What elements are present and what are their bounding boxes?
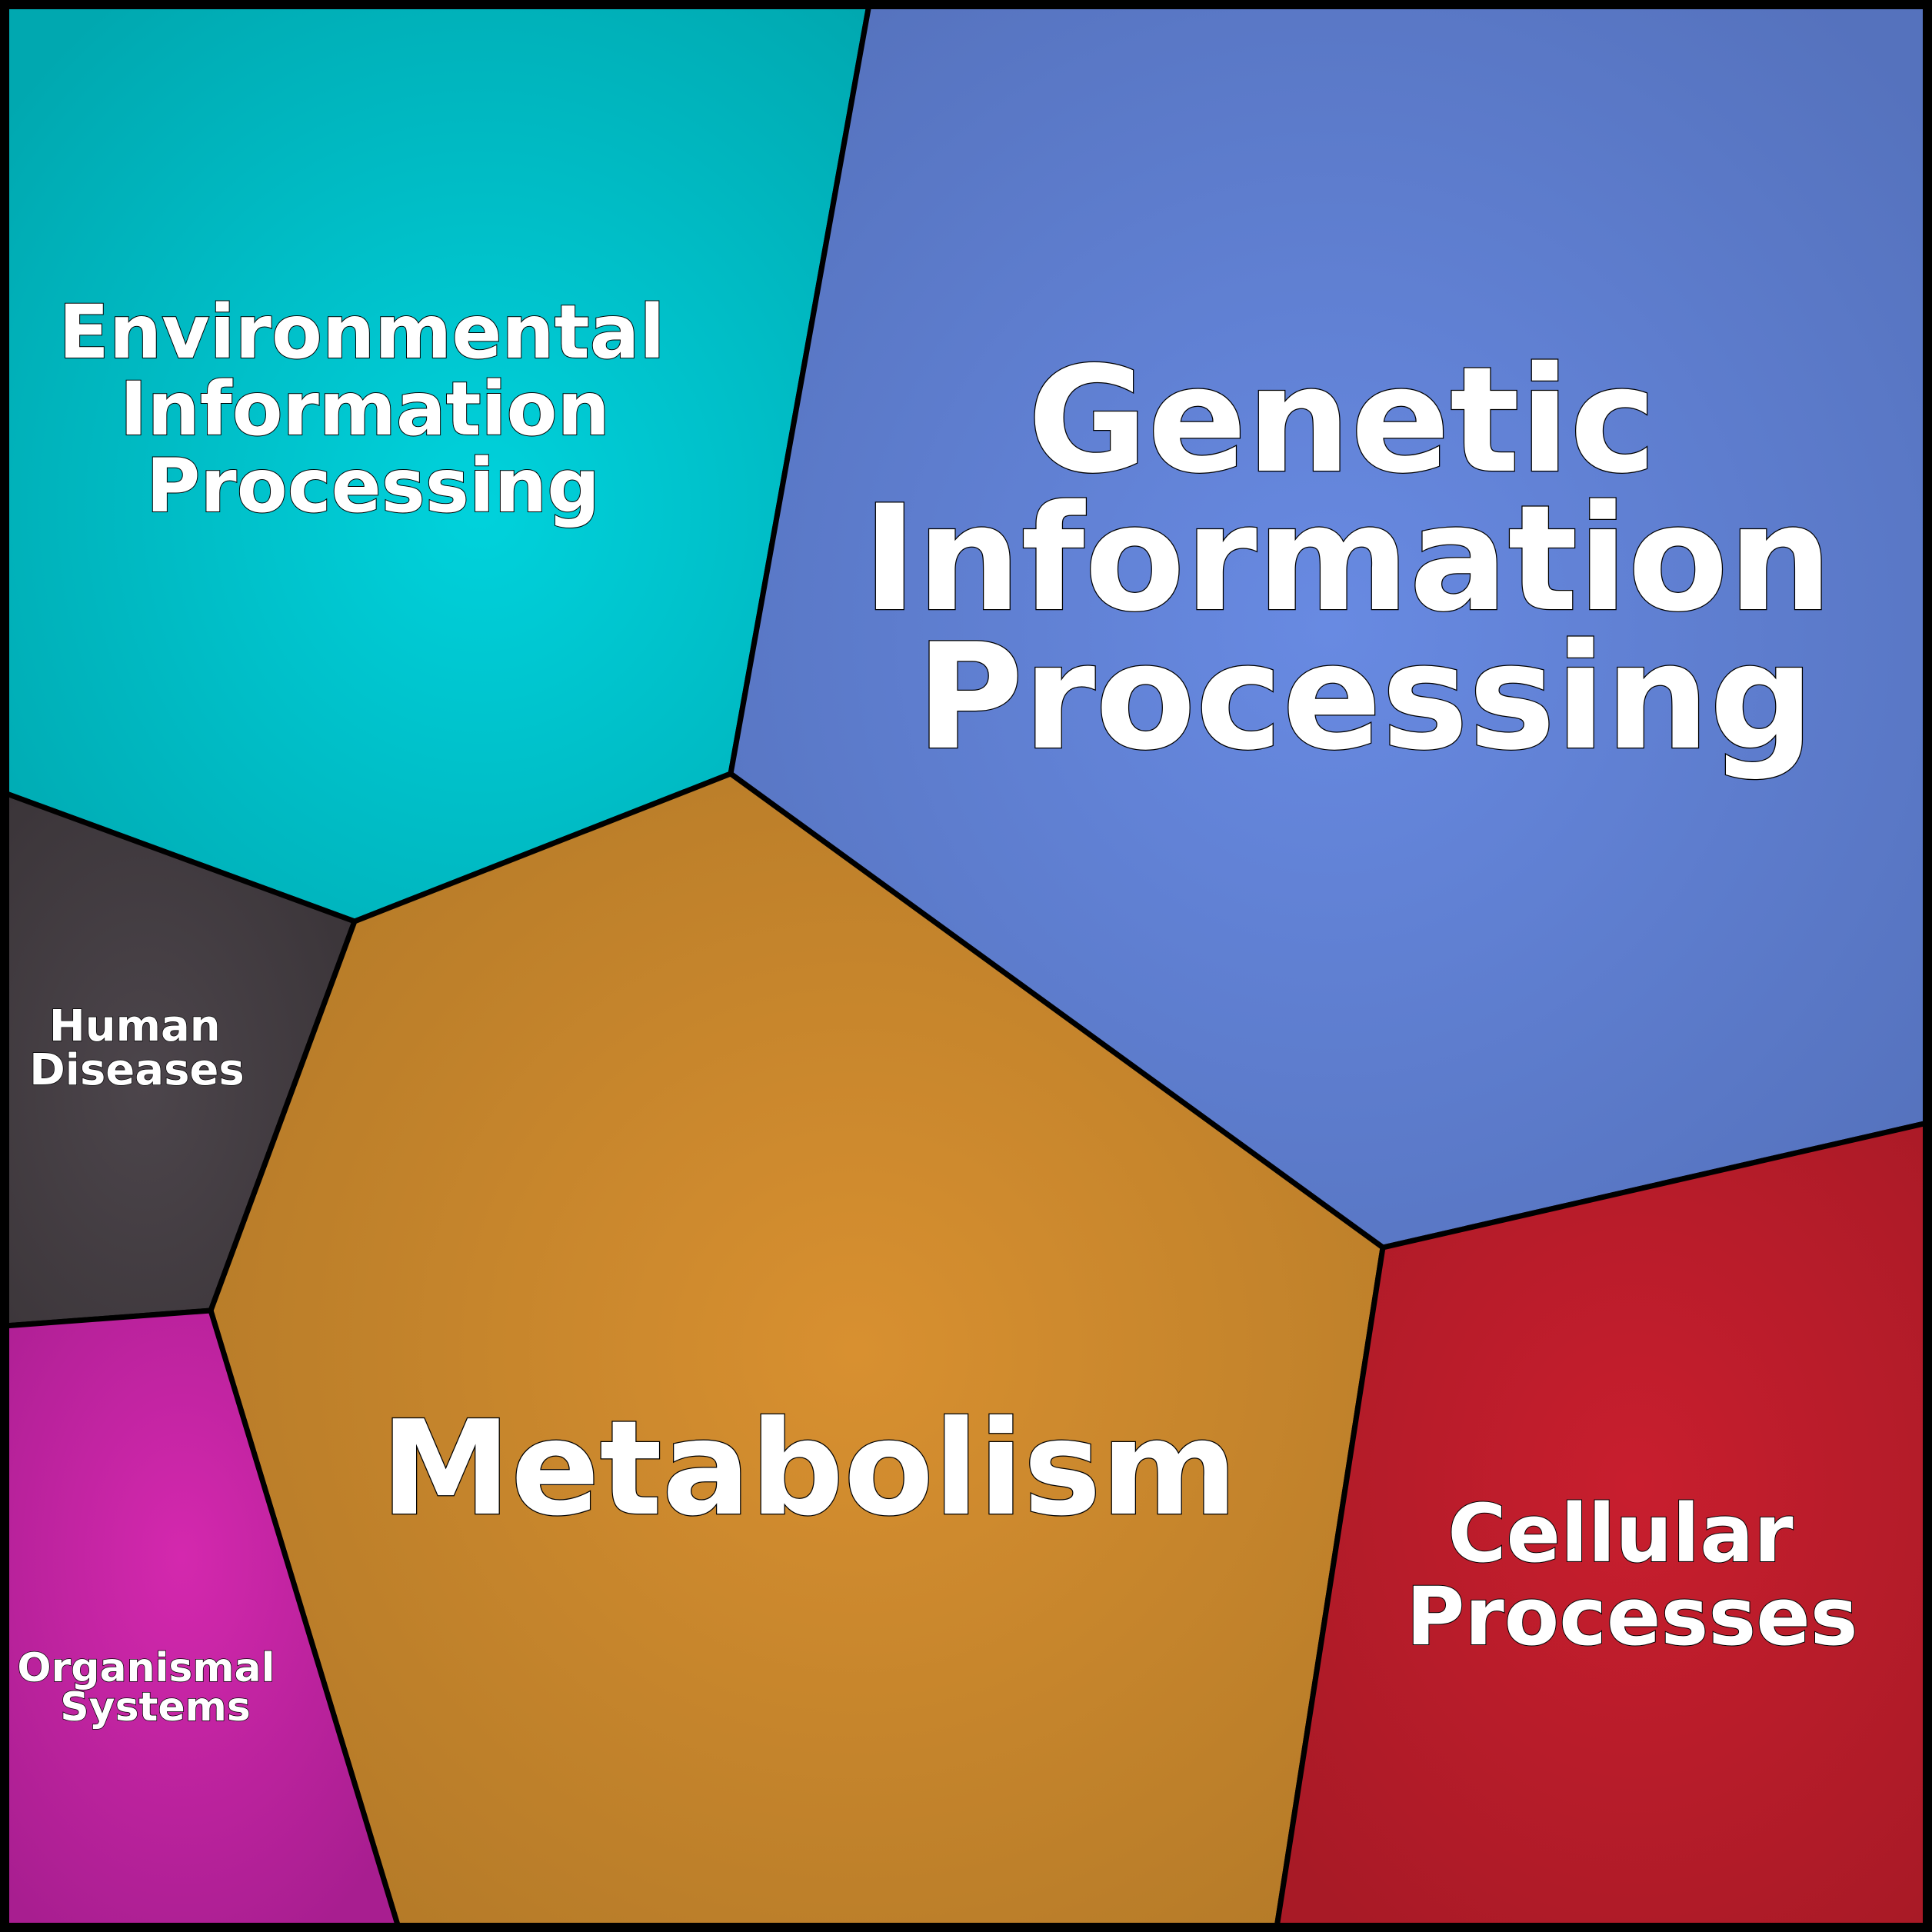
cell-human-diseases-label-line2: Diseases: [29, 1045, 244, 1095]
cell-organismal-label-line1: Organismal: [17, 1645, 275, 1691]
cell-environmental-information-processing: Environmental Information Processing: [2, 2, 873, 924]
cell-environmental-label-line3: Processing: [146, 443, 600, 529]
cell-organismal-label-line2: Systems: [60, 1684, 251, 1730]
cell-human-diseases-label-line1: Human: [49, 1001, 221, 1051]
cell-genetic-label-line3: Processing: [916, 612, 1814, 782]
cell-metabolism: Metabolism: [208, 771, 1386, 1930]
cell-human-diseases: Human Diseases: [2, 788, 358, 1329]
cell-metabolism-label: Metabolism: [381, 1393, 1237, 1545]
cell-genetic-label-line1: Genetic: [1028, 335, 1657, 505]
cell-genetic-label-line2: Information: [863, 474, 1833, 644]
cell-metabolism-label-line1: Metabolism: [381, 1393, 1237, 1545]
cell-genetic-label: Genetic Information Processing: [863, 335, 1884, 782]
cell-cellular-label-line1: Cellular: [1447, 1487, 1793, 1581]
cell-environmental-label: Environmental Information Processing: [58, 289, 691, 529]
cell-cellular-label: Cellular Processes: [1406, 1487, 1857, 1664]
cell-human-diseases-label: Human Diseases: [29, 1001, 244, 1095]
cell-environmental-label-line1: Environmental: [58, 289, 665, 375]
cell-organismal-label: Organismal Systems: [17, 1645, 288, 1730]
cell-cellular-processes: Cellular Processes: [1273, 1119, 1930, 1930]
cell-organismal-systems: Organismal Systems: [2, 1307, 402, 1930]
cell-cellular-label-line2: Processes: [1406, 1570, 1857, 1664]
cell-environmental-label-line2: Information: [120, 366, 610, 452]
